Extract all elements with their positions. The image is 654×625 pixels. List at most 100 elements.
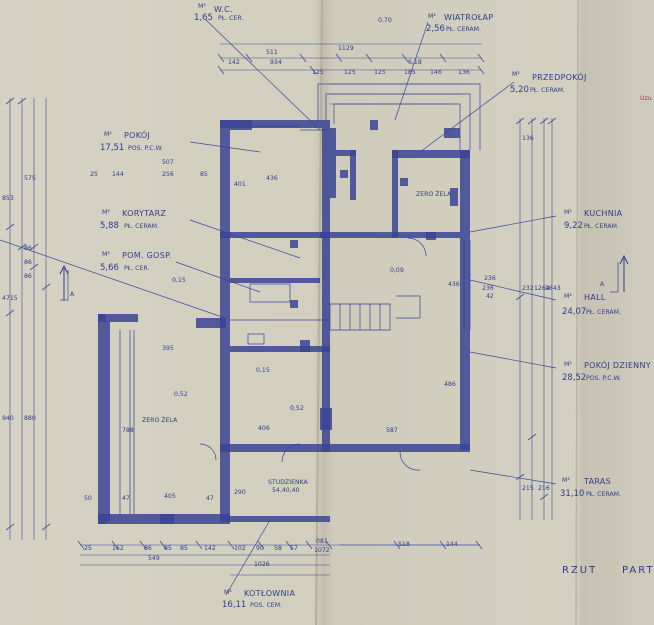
dim-top-row-4: 125 [374,69,386,76]
dim-h4: 436 [448,281,460,288]
dim-right-v-0: 136 [522,135,534,142]
dim-left-v-4: 86 [24,273,32,280]
dim-lvl3: 0,15 [256,367,270,374]
label-pokoj-area: 17,51 [100,143,124,153]
fixtures [119,125,471,514]
label-wiatrolap-area: 2,56 [426,24,445,34]
title-rzut: RZUT [562,565,597,576]
dim-pokoj-w3: 85 [200,171,208,178]
dim-bot2: 1072 [314,547,330,554]
label-wc-floor: PŁ. CER. [218,15,243,22]
dim-side3: 47 [122,495,130,502]
dim-side4: 47 [206,495,214,502]
dim-lvl1: 0,09 [390,267,404,274]
label-hall-area: 24,07 [562,307,586,317]
label-taras-unit: M² [562,477,570,484]
dim-top3: 511 [266,49,278,56]
label-korytarz-unit: M² [102,209,110,216]
label-kotlownia-area: 16,11 [222,600,246,610]
dim-pokoj-w5: 144 [112,171,124,178]
dim-top-row-3: 125 [344,69,356,76]
dim-mid1: 395 [162,345,174,352]
dim-bot-row-9: 57 [290,545,298,552]
dim-mid4: 486 [444,381,456,388]
dim-h2: 436 [266,175,278,182]
dim-bot-row-7: 90 [256,545,264,552]
dim-bot3: 1026 [254,561,270,568]
label-pomgosp-floor: PŁ. CER. [124,265,149,272]
label-pomgosp-name: POM. GOSP. [122,251,172,260]
dim-lvl5: 0,52 [290,405,304,412]
dim-side5: 290 [234,489,246,496]
label-kuchnia-area: 9,22 [564,221,583,231]
dim-bot1: 081 [316,538,328,545]
fold-line-center [315,0,323,625]
dim-left-v-6: 940 [2,415,14,422]
label-taras-name: TARAS [583,477,611,486]
label-zero-zela-left: ZERO ŻELA [142,415,178,424]
dim-left-v-7: 880 [24,415,36,422]
label-korytarz-area: 5,88 [100,221,119,231]
dim-left-v-5: 4715 [2,295,18,302]
label-pomgosp-area: 5,66 [100,263,119,273]
label-hall-floor: PŁ. CERAM. [586,309,621,316]
label-dzienny-floor: POS. P.C.W. [586,375,621,382]
dim-h3: 236 [482,285,494,292]
dim-bot-row-2: 86 [144,545,152,552]
label-kuchnia-floor: PŁ. CERAM. [584,223,619,230]
dim-left-v-3: 86 [24,259,32,266]
label-pokoj-unit: M² [104,131,112,138]
label-pokoj-floor: POS. P.C.W. [128,145,163,152]
label-wc-unit: M² [198,3,206,10]
dim-mid5: 405 [164,493,176,500]
label-pokoj-name: POKÓJ [124,129,150,140]
dim-bot-row-5: 142 [204,545,216,552]
label-przedpokoj-unit: M² [512,71,520,78]
dim-pokoj-w2: 256 [162,171,174,178]
section-mark-left: A [70,291,75,298]
label-korytarz-name: KORYTARZ [122,209,166,218]
label-hall-unit: M² [564,293,572,300]
dim-bot-row-6: 102 [234,545,246,552]
label-wc-name: W.C. [214,5,233,14]
dim-pokoj-w4: 25 [90,171,98,178]
dim-bot-row-3: 85 [164,545,172,552]
label-kotlownia-name: KOTŁOWNIA [244,589,295,598]
dim-right-v-6: 236 [484,275,496,282]
corner-note: Uzu [640,95,652,102]
dim-right-v-7: 42 [486,293,494,300]
label-wiatrolap-floor: PŁ. CERAM. [446,26,481,33]
label-wiatrolap-name: WIATROŁAP [444,13,493,22]
dim-top-row-2: 125 [312,69,324,76]
dim-right-v-1: 232 [522,285,534,292]
dim-bot-row-8: 58 [274,545,282,552]
dim-top4: 6,18 [408,59,422,66]
dim-top-row-7: 136 [458,69,470,76]
label-kuchnia-name: KUCHNIA [584,209,623,218]
dim-mid2: 406 [258,425,270,432]
label-dzienny-name: POKÓJ DZIENNY [584,359,651,370]
dim-side2: 50 [84,495,92,502]
dim-side1: 788 [122,427,134,434]
dim-bot6: 549 [148,555,160,562]
label-kotlownia-floor: POS. CEM. [250,602,282,609]
fold-line-right [575,0,579,625]
dim-right-v-5: 216 [538,485,550,492]
section-mark-right: A [600,281,605,288]
label-studzienka: STUDZIENKA [268,479,309,486]
dim-right-v-3: 1643 [545,285,561,292]
dim-top2: 1129 [338,45,354,52]
dim-left-v-2: 86 [24,245,32,252]
walls [98,120,470,524]
dim-bot-row-4: 85 [180,545,188,552]
label-taras-floor: PŁ. CERAM. [586,491,621,498]
dim-top-row-0: 142 [228,59,240,66]
label-kotlownia-unit: M² [224,589,232,596]
dim-left-v-1: 575 [24,175,36,182]
dim-right-v-4: 215 [522,485,534,492]
title-part: PART [622,565,654,576]
label-przedpokoj-area: 5,20 [510,85,529,95]
dim-bot4: 518 [398,541,410,548]
label-kuchnia-unit: M² [564,209,572,216]
